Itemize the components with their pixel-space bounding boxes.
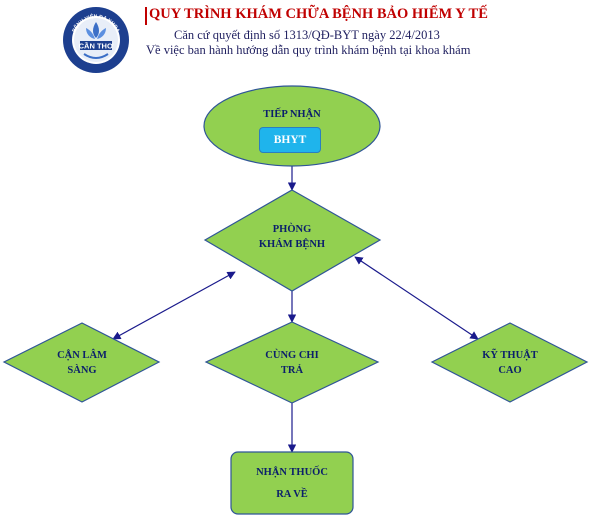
exam-room-label-line1: PHÒNG — [272, 224, 312, 235]
hightech-label: KỸ THUẬT CAO — [460, 348, 560, 378]
medicine-label-line1: NHẬN THUỐC — [256, 467, 328, 478]
copayment-label-line1: CÙNG CHI — [265, 350, 319, 361]
arrow-exam-hightech — [354, 256, 479, 340]
exam-room-label: PHÒNG KHÁM BỆNH — [232, 222, 352, 252]
hightech-label-line1: KỸ THUẬT — [482, 350, 538, 361]
paraclinical-label-line1: CẬN LÂM — [57, 350, 107, 361]
hospital-logo: CẦN THƠ BỆNH VIỆN ĐA KHOA — [63, 7, 129, 73]
medicine-label: NHẬN THUỐC RA VỀ — [237, 462, 347, 506]
copayment-node — [204, 321, 380, 404]
copayment-label: CÙNG CHI TRẢ — [242, 348, 342, 378]
hightech-label-line2: CAO — [498, 365, 522, 376]
paraclinical-node — [2, 322, 161, 403]
medicine-node — [230, 451, 354, 515]
reception-node — [203, 85, 381, 167]
paraclinical-label-line2: SÀNG — [67, 365, 97, 376]
title-accent-bar — [145, 7, 147, 25]
arrow-exam-paraclinical — [112, 271, 236, 340]
hightech-node — [430, 322, 589, 403]
subtitle-purpose: Về việc ban hành hướng dẫn quy trình khá… — [146, 43, 471, 57]
subtitle-decision: Căn cứ quyết định số 1313/QĐ-BYT ngày 22… — [174, 28, 440, 42]
copayment-label-line2: TRẢ — [280, 365, 304, 376]
medicine-label-line2: RA VỀ — [276, 489, 308, 500]
paraclinical-label: CẬN LÂM SÀNG — [32, 348, 132, 378]
bhyt-badge: BHYT — [259, 127, 321, 153]
page-title: QUY TRÌNH KHÁM CHỮA BỆNH BẢO HIỂM Y TẾ — [149, 6, 488, 22]
logo-center-text: CẦN THƠ — [79, 41, 114, 51]
exam-room-node — [203, 189, 382, 292]
exam-room-label-line2: KHÁM BỆNH — [258, 239, 326, 250]
reception-label: TIẾP NHẬN — [263, 109, 321, 120]
